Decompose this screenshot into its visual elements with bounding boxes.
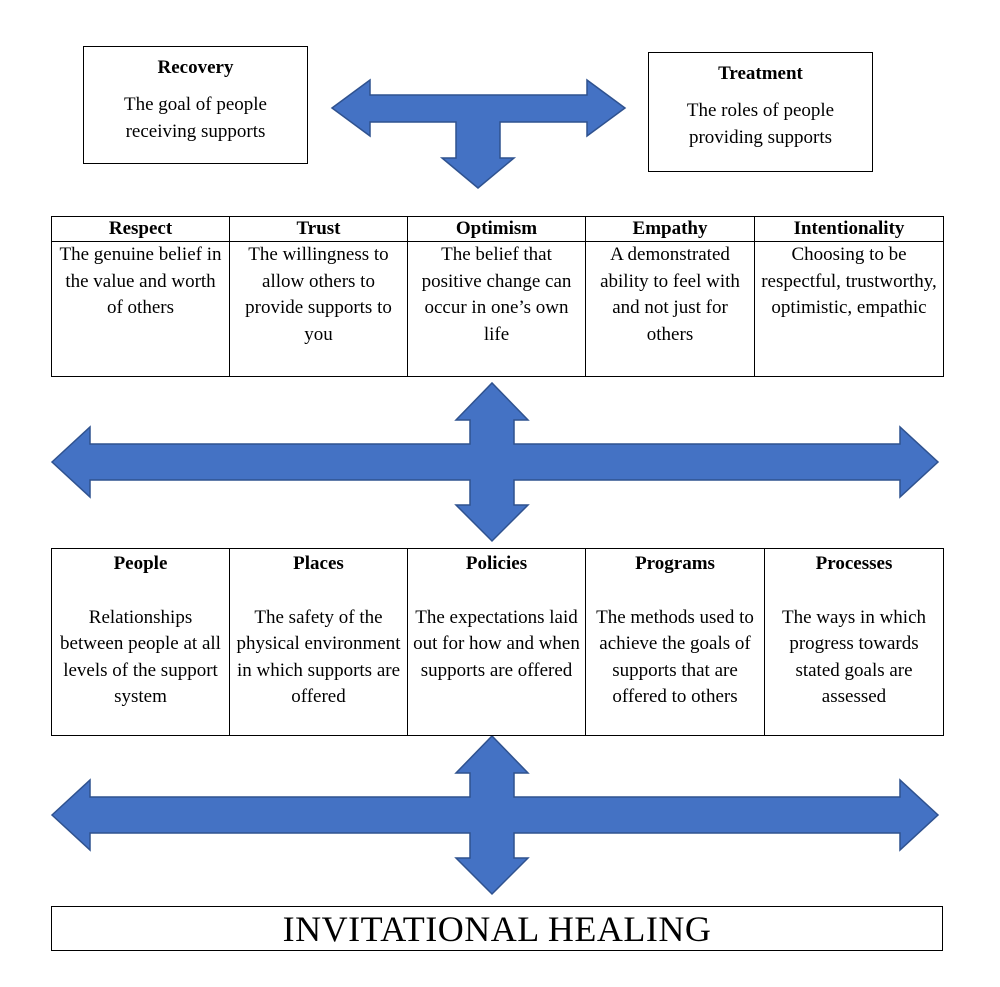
value-desc-empathy: A demonstrated ability to feel with and … xyxy=(585,241,755,377)
value-desc-optimism: The belief that positive change can occu… xyxy=(407,241,586,377)
p-title-policies: Policies xyxy=(465,553,528,574)
p-title-places: Places xyxy=(293,553,344,574)
recovery-desc: The goal of people receiving supports xyxy=(84,91,307,145)
p-desc-policies: The expectations laid out for how and wh… xyxy=(413,606,580,681)
p-cell-processes: Processes The ways in which progress tow… xyxy=(764,548,944,736)
values-desc-row: The genuine belief in the value and wort… xyxy=(51,241,944,377)
value-desc-respect: The genuine belief in the value and wort… xyxy=(51,241,230,377)
p-cell-places: Places The safety of the physical enviro… xyxy=(229,548,408,736)
p-cell-policies: Policies The expectations laid out for h… xyxy=(407,548,586,736)
middle-cross-arrow xyxy=(50,381,940,543)
p-desc-people: Relationships between people at all leve… xyxy=(60,606,221,708)
recovery-desc-line1: The goal of people xyxy=(124,94,267,115)
recovery-box: Recovery The goal of people receiving su… xyxy=(83,46,308,164)
five-ps-table: People Relationships between people at a… xyxy=(51,548,944,736)
p-desc-processes: The ways in which progress towards state… xyxy=(781,606,927,708)
value-title-trust: Trust xyxy=(229,216,408,242)
value-desc-trust: The willingness to allow others to provi… xyxy=(229,241,408,377)
treatment-desc-line2: providing supports xyxy=(688,127,833,148)
p-title-programs: Programs xyxy=(635,553,715,574)
treatment-title: Treatment xyxy=(718,63,803,84)
treatment-desc: The roles of people providing supports xyxy=(649,97,872,151)
recovery-title: Recovery xyxy=(157,57,234,78)
recovery-desc-line2: receiving supports xyxy=(125,121,266,142)
value-title-intentionality: Intentionality xyxy=(754,216,944,242)
p-desc-places: The safety of the physical environment i… xyxy=(236,606,401,708)
values-table: Respect Trust Optimism Empathy Intention… xyxy=(51,216,944,377)
value-title-respect: Respect xyxy=(51,216,230,242)
value-desc-intentionality: Choosing to be respectful, trustworthy, … xyxy=(754,241,944,377)
invitational-healing-label: INVITATIONAL HEALING xyxy=(282,909,712,949)
p-cell-people: People Relationships between people at a… xyxy=(51,548,230,736)
value-title-empathy: Empathy xyxy=(585,216,755,242)
p-cell-programs: Programs The methods used to achieve the… xyxy=(585,548,765,736)
p-title-people: People xyxy=(113,553,168,574)
values-header-row: Respect Trust Optimism Empathy Intention… xyxy=(51,216,944,242)
p-title-processes: Processes xyxy=(815,553,893,574)
value-title-optimism: Optimism xyxy=(407,216,586,242)
five-ps-row: People Relationships between people at a… xyxy=(51,548,944,736)
top-double-arrow xyxy=(330,78,627,189)
invitational-healing-box: INVITATIONAL HEALING xyxy=(51,906,943,951)
lower-cross-arrow xyxy=(50,734,940,896)
treatment-desc-line1: The roles of people xyxy=(686,100,835,121)
treatment-box: Treatment The roles of people providing … xyxy=(648,52,873,172)
p-desc-programs: The methods used to achieve the goals of… xyxy=(596,606,754,708)
